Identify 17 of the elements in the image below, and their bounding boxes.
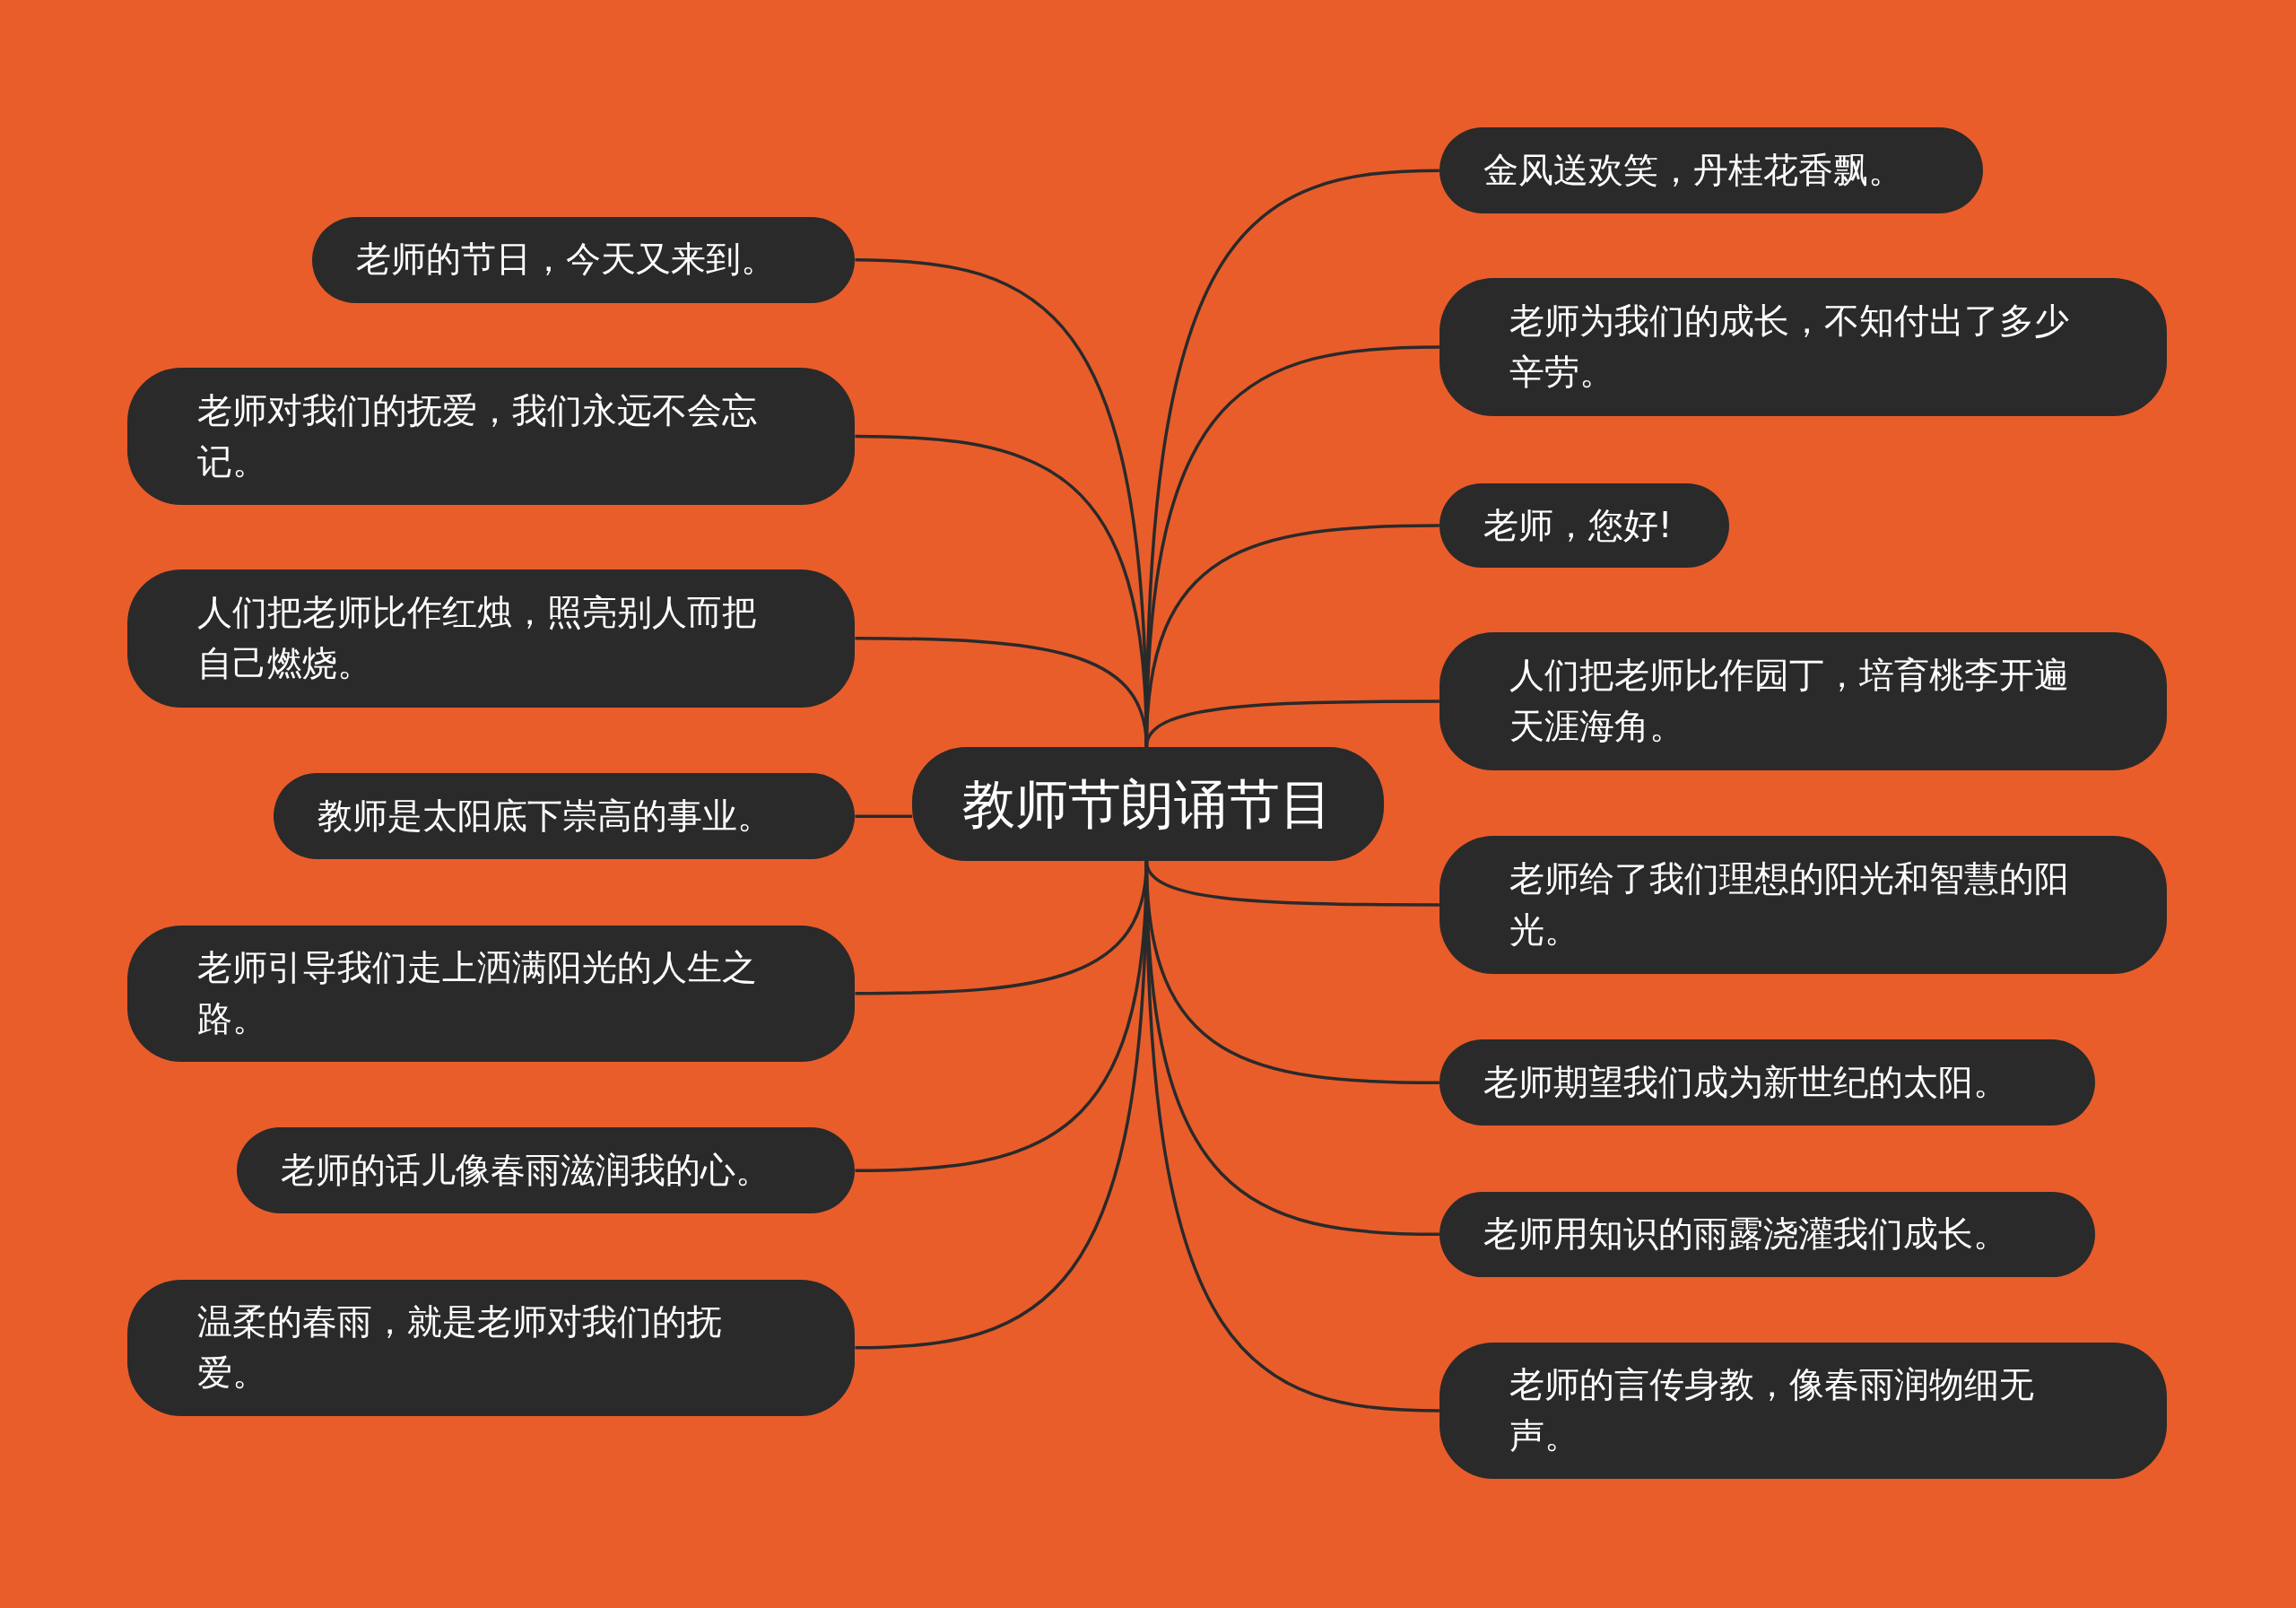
- topic-box: 金风送欢笑，丹桂花香飘。: [1439, 127, 1983, 214]
- topic-box: 老师引导我们走上洒满阳光的人生之路。: [127, 925, 856, 1062]
- topic-box: 人们把老师比作红烛，照亮别人而把自己燃烧。: [127, 569, 856, 708]
- topic-box: 老师对我们的抚爱，我们永远不会忘记。: [127, 367, 856, 506]
- topic-box: 老师，您好!: [1439, 482, 1730, 569]
- topic-box: 老师用知识的雨露浇灌我们成长。: [1439, 1191, 2096, 1277]
- topic-box: 人们把老师比作园丁，培育桃李开遍天涯海角。: [1439, 632, 2168, 770]
- topic-box: 老师的节日，今天又来到。: [311, 216, 856, 303]
- topic-box: 老师为我们的成长，不知付出了多少辛劳。: [1439, 278, 2168, 416]
- topic-box: 教师是太阳底下崇高的事业。: [274, 773, 856, 860]
- central-topic-box: 教师节朗诵节目: [912, 746, 1384, 861]
- connector-line: [855, 814, 913, 818]
- topic-box: 温柔的春雨，就是老师对我们的抚爱。: [127, 1279, 856, 1416]
- topic-box: 老师期望我们成为新世纪的太阳。: [1439, 1039, 2096, 1126]
- topic-box: 老师给了我们理想的阳光和智慧的阳光。: [1439, 836, 2168, 974]
- topic-box: 老师的话儿像春雨滋润我的心。: [237, 1127, 856, 1214]
- topic-box: 老师的言传身教，像春雨润物细无声。: [1439, 1343, 2168, 1479]
